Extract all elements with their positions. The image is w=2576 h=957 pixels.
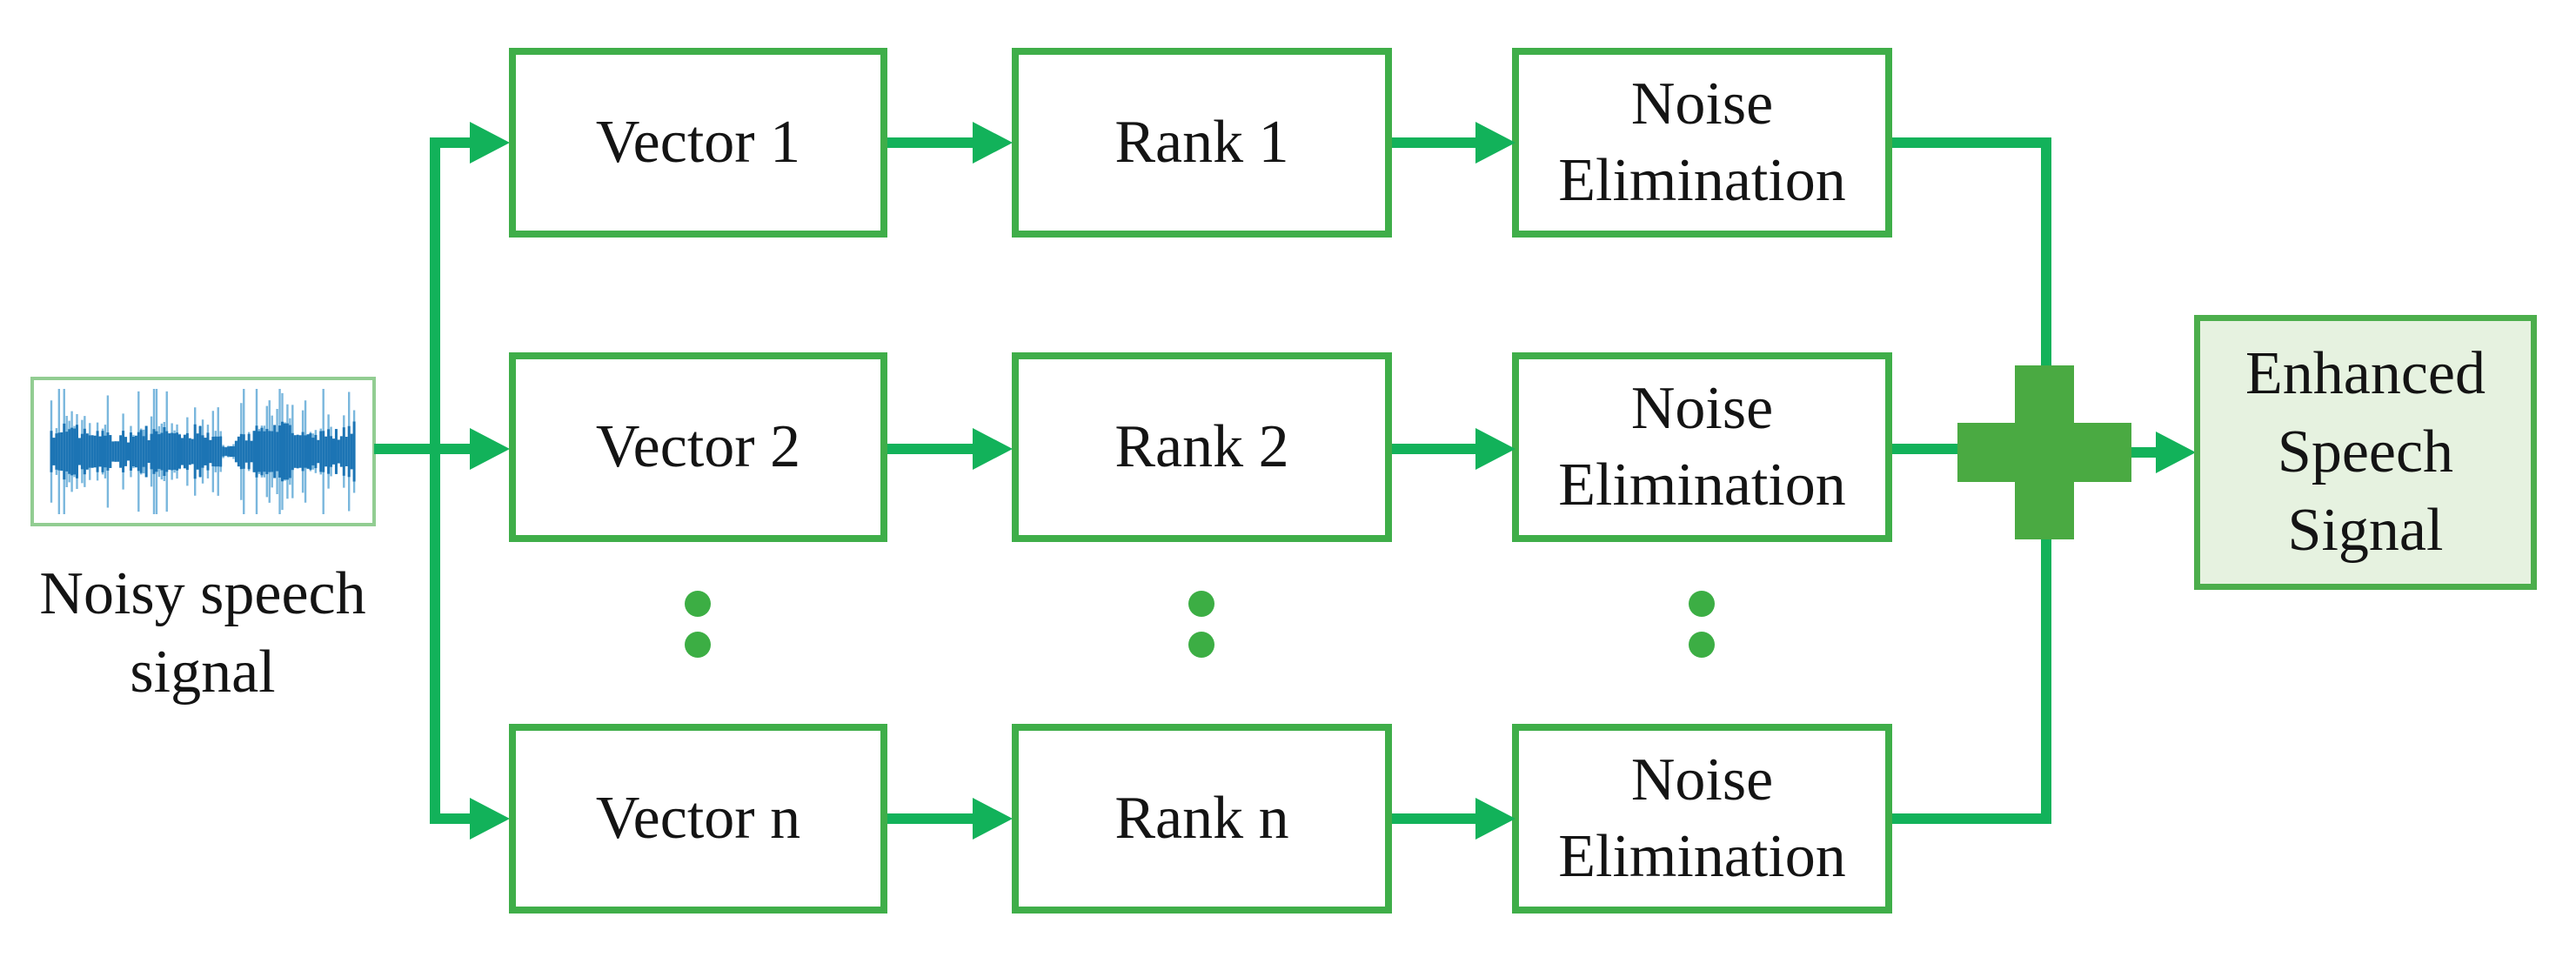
arrowhead-into-vector-n <box>470 798 510 840</box>
vector-1-label: Vector 1 <box>595 109 801 176</box>
vector-2-box: Vector 2 <box>509 352 887 542</box>
enhanced-speech-box: Enhanced Speech Signal <box>2194 315 2537 590</box>
noise-elimination-1-box: Noise Elimination <box>1512 48 1892 238</box>
noisy-signal-thumbnail <box>30 377 376 526</box>
arrowhead-rank2-noise2 <box>1475 428 1515 470</box>
arrowhead-vector1-rank1 <box>973 122 1013 164</box>
arrowhead-vector2-rank2 <box>973 428 1013 470</box>
rank-n-box: Rank n <box>1012 724 1392 914</box>
connector-branch-row3 <box>430 813 472 824</box>
enhanced-speech-label: Enhanced Speech Signal <box>2245 340 2486 564</box>
connector-sum-output <box>2131 447 2159 458</box>
noise-elimination-n-box: Noise Elimination <box>1512 724 1892 914</box>
plus-icon <box>1957 423 2131 482</box>
arrowhead-vectorn-rankn <box>973 798 1013 840</box>
noise-elimination-2-box: Noise Elimination <box>1512 352 1892 542</box>
connector-noise1-out <box>1892 137 2051 148</box>
vertical-dots-icon <box>1188 591 1214 658</box>
connector-noise1-down <box>2041 137 2051 365</box>
vector-2-label: Vector 2 <box>595 413 801 480</box>
connector-branch-vertical <box>430 137 440 824</box>
dot <box>1188 632 1214 658</box>
connector-rank1-noise1 <box>1392 137 1477 148</box>
connector-noisen-out <box>1892 813 2051 824</box>
connector-rank2-noise2 <box>1392 444 1477 454</box>
connector-rankn-noisen <box>1392 813 1477 824</box>
connector-vector2-rank2 <box>887 444 974 454</box>
noise-elimination-2-label: Noise Elimination <box>1558 375 1846 519</box>
arrowhead-rankn-noisen <box>1475 798 1515 840</box>
vector-n-box: Vector n <box>509 724 887 914</box>
rank-1-box: Rank 1 <box>1012 48 1392 238</box>
connector-branch-row1 <box>430 137 472 148</box>
arrowhead-into-vector-2 <box>470 428 510 470</box>
speech-waveform-icon <box>50 389 356 514</box>
vertical-dots-icon <box>1689 591 1715 658</box>
connector-vector1-rank1 <box>887 137 974 148</box>
dot <box>685 632 711 658</box>
dot <box>1689 591 1715 617</box>
vertical-dots-icon <box>685 591 711 658</box>
vector-1-box: Vector 1 <box>509 48 887 238</box>
connector-input-feed <box>374 444 472 454</box>
vector-n-label: Vector n <box>595 785 801 852</box>
dot <box>1188 591 1214 617</box>
connector-noisen-up <box>2041 539 2051 824</box>
noise-elimination-n-label: Noise Elimination <box>1558 746 1846 890</box>
arrowhead-sum-output <box>2156 432 2196 473</box>
noise-elimination-1-label: Noise Elimination <box>1558 70 1846 214</box>
arrowhead-into-vector-1 <box>470 122 510 164</box>
rank-1-label: Rank 1 <box>1114 109 1289 176</box>
dot <box>685 591 711 617</box>
dot <box>1689 632 1715 658</box>
rank-2-box: Rank 2 <box>1012 352 1392 542</box>
connector-noise2-out <box>1892 444 1962 454</box>
rank-n-label: Rank n <box>1114 785 1289 852</box>
noisy-signal-label: Noisy speech signal <box>39 560 366 706</box>
connector-vectorn-rankn <box>887 813 974 824</box>
arrowhead-rank1-noise1 <box>1475 122 1515 164</box>
rank-2-label: Rank 2 <box>1114 413 1289 480</box>
